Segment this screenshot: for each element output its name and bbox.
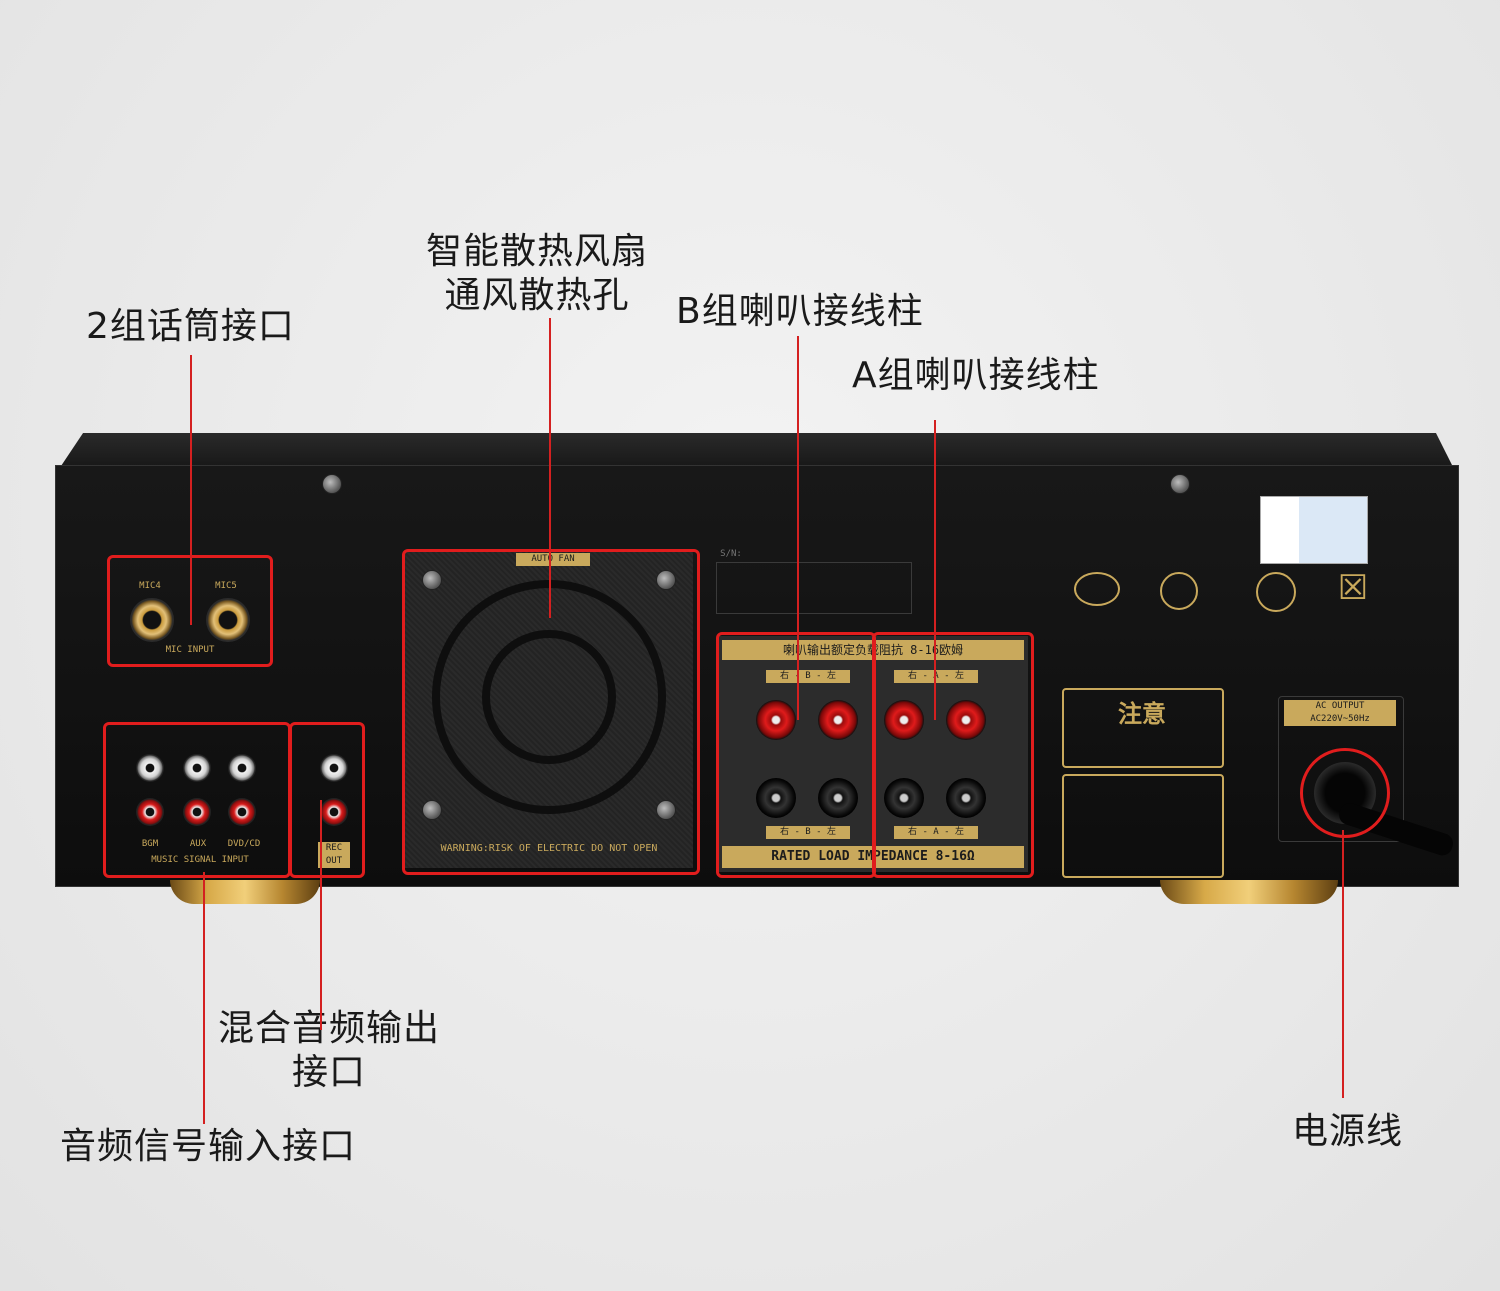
- auto-fan-label: AUTO FAN: [516, 553, 590, 566]
- screw-right: [1170, 474, 1190, 494]
- mic-input-label: MIC INPUT: [165, 645, 215, 655]
- rec-out-label: REC OUT: [318, 842, 350, 868]
- caution-label: 注意: [1118, 700, 1166, 728]
- mic-label-mic4: MIC4: [139, 581, 161, 591]
- callout-mix-out-line2: 接口: [292, 1052, 367, 1093]
- mic-label-mic5: MIC5: [215, 581, 237, 591]
- fan-screw-3: [422, 800, 442, 820]
- input-label-bgm: BGM: [141, 839, 159, 849]
- fan-grill-inner: [482, 630, 616, 764]
- rca-bgm-red[interactable]: [136, 798, 164, 826]
- callout-fan-line1: 智能散热风扇: [426, 231, 649, 272]
- callout-speaker-a: A组喇叭接线柱: [852, 355, 1100, 396]
- fan-screw-4: [656, 800, 676, 820]
- ac-output-label: AC OUTPUT: [1284, 700, 1396, 713]
- heat-cert-icon: [1256, 572, 1296, 612]
- post-a-left-pos[interactable]: [946, 700, 986, 740]
- speaker-a-box: [872, 632, 1034, 878]
- music-signal-input-label: MUSIC SIGNAL INPUT: [151, 855, 249, 865]
- rca-rec-white[interactable]: [320, 754, 348, 782]
- leader-mic: [190, 355, 192, 625]
- callout-fan: 智能散热风扇 通风散热孔: [426, 230, 648, 318]
- serial-label: S/N:: [720, 549, 742, 559]
- callout-mix-out-line1: 混合音频输出: [218, 1008, 441, 1049]
- input-label-dvd: DVD/CD: [227, 839, 261, 849]
- power-highlight-circle: [1300, 748, 1390, 838]
- ac-output-plate: [1278, 696, 1404, 842]
- leader-power: [1342, 830, 1344, 1098]
- post-b-right-pos[interactable]: [756, 700, 796, 740]
- group-a-label-top: 右 - A - 左: [894, 670, 978, 683]
- post-a-right-neg[interactable]: [884, 778, 924, 818]
- callout-audio-input: 音频信号输入接口: [60, 1126, 357, 1167]
- rca-dvd-red[interactable]: [228, 798, 256, 826]
- callout-mix-out: 混合音频输出 接口: [218, 1007, 440, 1095]
- leader-speaker-b: [797, 336, 799, 720]
- fan-screw-2: [656, 570, 676, 590]
- callout-power: 电源线: [1292, 1111, 1404, 1152]
- fan-warning-label: WARNING:RISK OF ELECTRIC DO NOT OPEN: [440, 843, 658, 854]
- leader-speaker-a: [934, 420, 936, 720]
- group-b-label-top: 右 - B - 左: [766, 670, 850, 683]
- leader-fan: [549, 318, 551, 618]
- gold-foot-left: [170, 880, 320, 904]
- ac-spec-label: AC220V~50Hz: [1284, 713, 1396, 726]
- rca-aux-white[interactable]: [183, 754, 211, 782]
- rca-bgm-white[interactable]: [136, 754, 164, 782]
- spec-plate: [1062, 774, 1224, 878]
- leader-mix-out: [320, 800, 322, 1030]
- rca-aux-red[interactable]: [183, 798, 211, 826]
- post-a-right-pos[interactable]: [884, 700, 924, 740]
- callout-mic: 2组话筒接口: [86, 306, 295, 347]
- speaker-b-box: [716, 632, 876, 878]
- input-label-aux: AUX: [189, 839, 207, 849]
- post-a-left-neg[interactable]: [946, 778, 986, 818]
- screw-left: [322, 474, 342, 494]
- rca-rec-red[interactable]: [320, 798, 348, 826]
- cqc-cert-icon: [1160, 572, 1198, 610]
- gold-foot-right: [1160, 880, 1338, 904]
- leader-audio-input: [203, 872, 205, 1124]
- qr-sticker: [1260, 496, 1368, 564]
- mic5-jack[interactable]: [206, 598, 250, 642]
- caution-plate: [1062, 688, 1224, 768]
- group-a-label-bottom: 右 - A - 左: [894, 826, 978, 839]
- post-b-left-pos[interactable]: [818, 700, 858, 740]
- mic4-jack[interactable]: [130, 598, 174, 642]
- serial-plate: [716, 562, 912, 614]
- rec-out-box: [289, 722, 365, 878]
- post-b-right-neg[interactable]: [756, 778, 796, 818]
- callout-fan-line2: 通风散热孔: [444, 275, 630, 316]
- post-b-left-neg[interactable]: [818, 778, 858, 818]
- weee-bin-icon: ☒: [1337, 568, 1369, 608]
- callout-speaker-b: B组喇叭接线柱: [676, 291, 924, 332]
- fan-screw-1: [422, 570, 442, 590]
- rca-dvd-white[interactable]: [228, 754, 256, 782]
- ccc-cert-icon: [1074, 572, 1120, 606]
- group-b-label-bottom: 右 - B - 左: [766, 826, 850, 839]
- fan-box: [402, 549, 700, 875]
